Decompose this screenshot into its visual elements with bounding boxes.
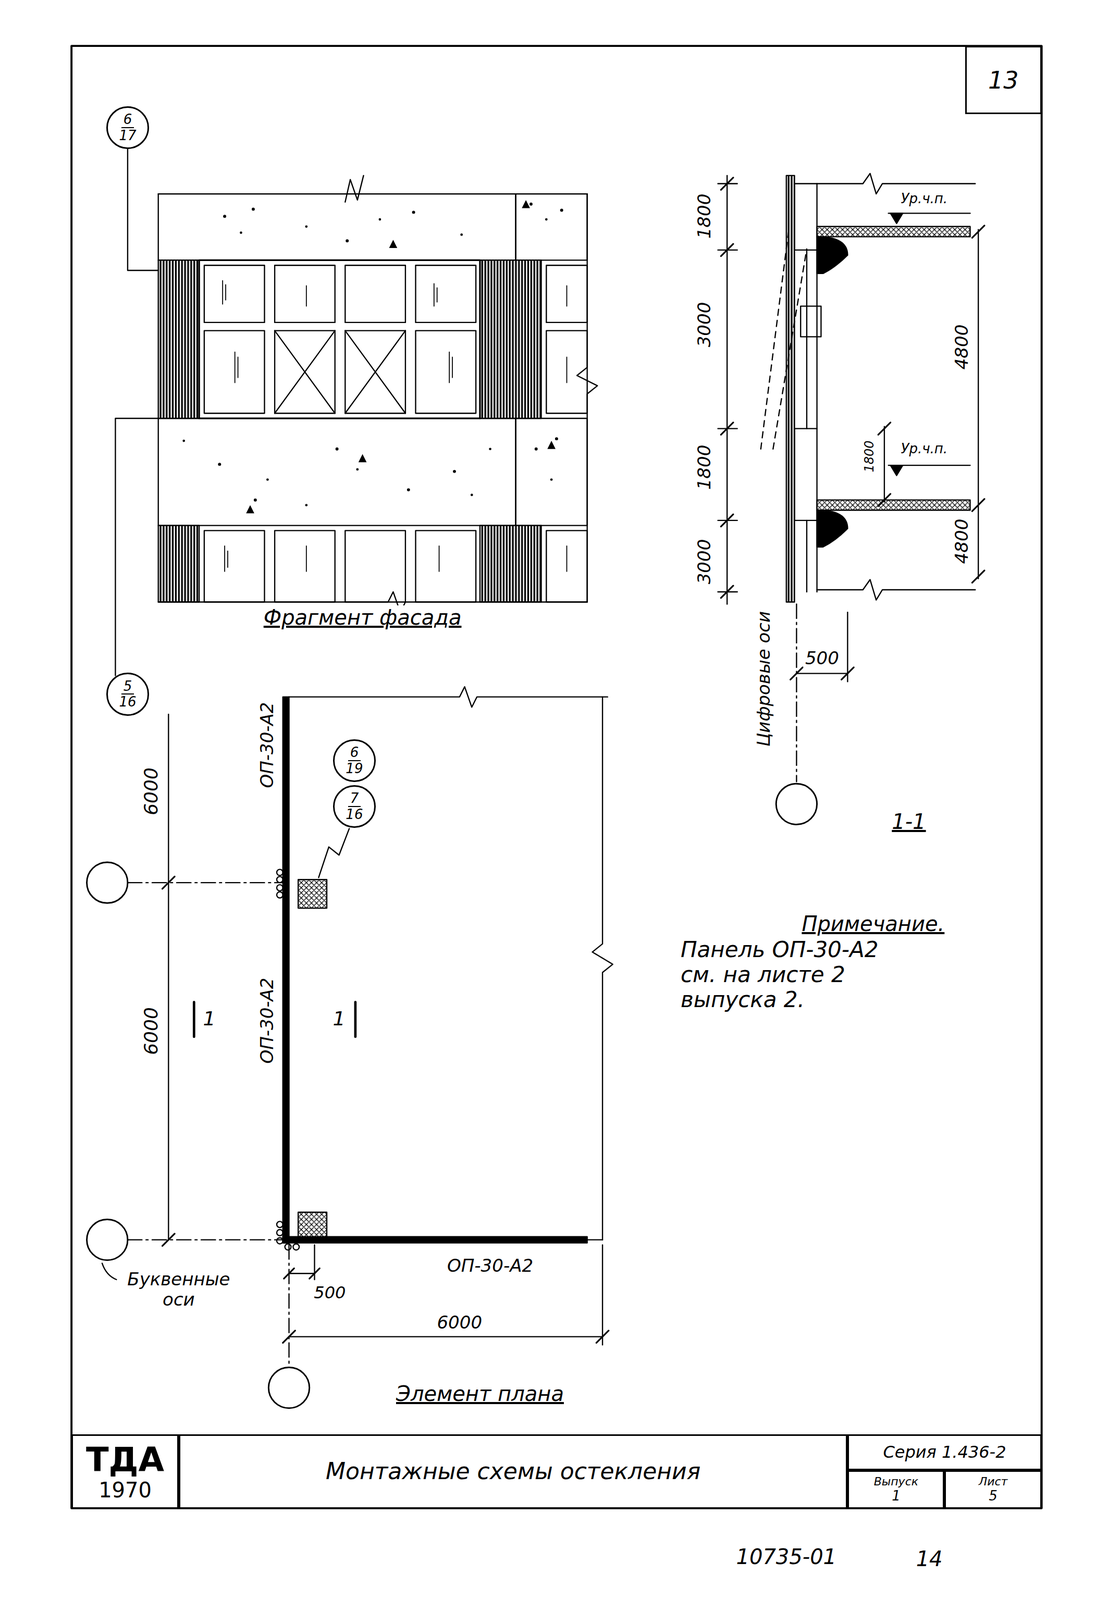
title-block-cell: Серия 1.436-2 — [847, 1434, 1042, 1471]
dimension: 1800 — [863, 438, 878, 474]
node-text: 1 — [891, 1488, 901, 1505]
dimension: 4800 — [951, 516, 972, 566]
section-caption: 1-1 — [890, 809, 928, 834]
node-text: 5 — [988, 1488, 998, 1505]
title-block-cell: Выпуск1 — [847, 1470, 945, 1510]
title-block-cell: Монтажные схемы остекления — [178, 1434, 848, 1510]
callout-number: 5 — [121, 679, 135, 696]
dimension: 3000 — [694, 537, 715, 586]
callout-number: 17 — [118, 128, 137, 144]
section-mark: 1 — [330, 1007, 347, 1031]
view-caption: Элемент плана — [394, 1382, 566, 1407]
callout-number: 6 — [348, 745, 362, 762]
node-text: Лист — [978, 1475, 1008, 1489]
level-mark: Ур.ч.п. — [899, 441, 950, 458]
section-mark: 1 — [201, 1007, 218, 1031]
panel-mark: ОП-30-А2 — [257, 700, 278, 791]
callout-circle: 516 — [106, 672, 150, 716]
dimension: 1800 — [694, 443, 715, 492]
dimension: 500 — [312, 1283, 348, 1303]
axis-note: Цифровые оси — [753, 609, 774, 749]
note-heading: Примечание. — [799, 912, 946, 937]
panel-mark: ОП-30-А2 — [445, 1256, 535, 1277]
section-1-1 — [717, 173, 984, 826]
dimension: 3000 — [694, 300, 715, 350]
callout-number: 16 — [118, 694, 137, 710]
title-block-cell: Лист5 — [944, 1470, 1042, 1510]
dimension: 6000 — [435, 1313, 484, 1334]
callout-number: 7 — [348, 791, 362, 808]
facade-fragment — [115, 149, 598, 676]
dimension: 500 — [803, 648, 841, 669]
callout-circle: 619 — [333, 739, 376, 783]
view-caption: Фрагмент фасада — [262, 605, 464, 630]
dimension: 1800 — [694, 192, 715, 241]
archive-number: 10735-01 — [734, 1545, 839, 1570]
page-number: 14 — [914, 1547, 945, 1572]
callout-number: 6 — [121, 112, 135, 129]
plan-element — [87, 686, 613, 1409]
node-text: 1970 — [98, 1479, 152, 1503]
node-text: 13 — [988, 67, 1019, 94]
axis-note: Буквенные оси — [118, 1269, 239, 1311]
callout-circle: 716 — [333, 785, 376, 829]
node-text: Монтажные схемы остекления — [325, 1459, 701, 1485]
dimension: 6000 — [140, 1005, 162, 1057]
callout-number: 16 — [345, 807, 363, 823]
dimension: 6000 — [140, 766, 162, 818]
panel-mark: ОП-30-А2 — [257, 976, 278, 1066]
sheet-number-box: 13 — [965, 45, 1042, 115]
title-block-cell: ТДА1970 — [71, 1434, 179, 1510]
dimension: 4800 — [951, 323, 972, 372]
note-text: Панель ОП-30-А2 см. на листе 2 выпуска 2… — [679, 937, 918, 1014]
node-text: ТДА — [85, 1442, 165, 1479]
callout-number: 19 — [345, 761, 363, 777]
level-mark: Ур.ч.п. — [899, 191, 950, 207]
node-text: Выпуск — [873, 1475, 919, 1489]
callout-circle: 617 — [106, 106, 150, 150]
node-text: Серия 1.436-2 — [882, 1443, 1006, 1462]
